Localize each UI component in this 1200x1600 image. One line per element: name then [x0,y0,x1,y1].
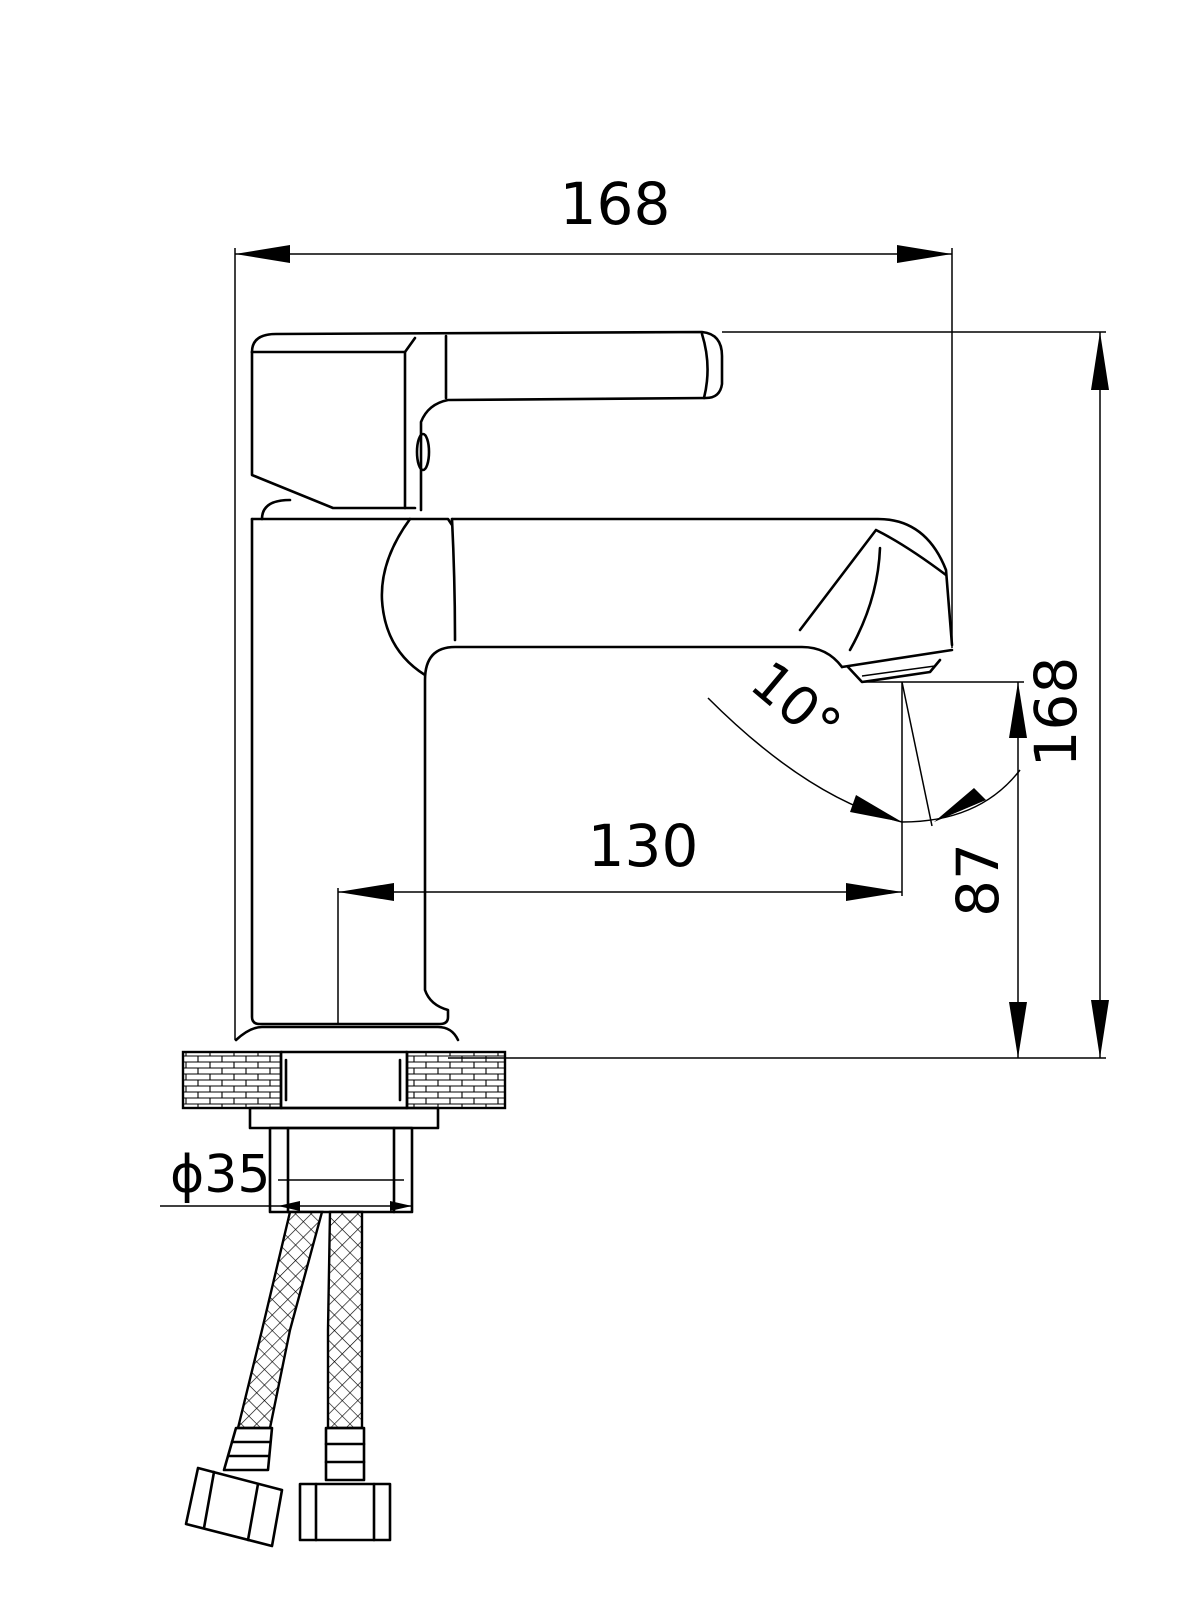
dimension-label-height: 168 [1022,657,1090,768]
faucet-body [234,517,844,1042]
dimension-reach-130 [337,682,903,1024]
dimension-spout-height-87 [862,681,1027,1058]
dimension-diameter-35 [160,1201,412,1211]
hose-fittings [184,1426,392,1548]
mounting-shank [248,1050,440,1214]
spout [380,517,954,684]
dimension-label-width: 168 [560,170,671,238]
countertop-section [181,1050,507,1110]
dimension-label-reach: 130 [588,812,699,880]
handle-lever [250,330,724,521]
dimension-label-diameter: ϕ35 [170,1145,270,1205]
supply-hoses [236,1210,364,1430]
dimension-angle-10 [707,681,1021,827]
dimension-label-spout-height: 87 [944,843,1012,917]
dimension-height-168 [448,331,1109,1059]
dimension-width-168 [234,245,953,1040]
